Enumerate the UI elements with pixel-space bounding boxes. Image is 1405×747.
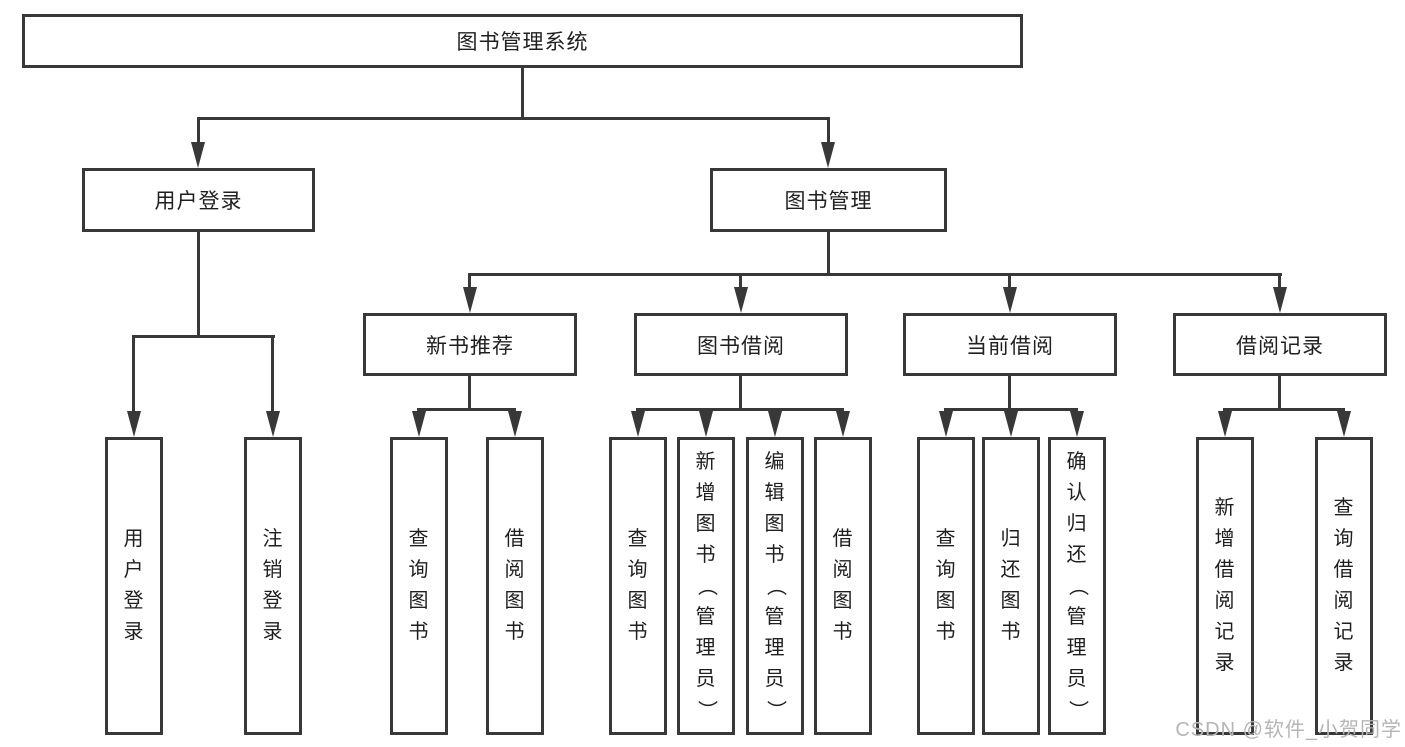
- arrowhead-to-borrowing-records: [1273, 287, 1287, 313]
- arrowhead-to-book-borrowing: [734, 287, 748, 313]
- node-root-label: 图书管理系统: [456, 31, 589, 54]
- leaf-br-query-record: 查询借阅记录: [1315, 437, 1373, 735]
- node-root-library-system: 图书管理系统: [22, 14, 1023, 68]
- connector-user-login-stem: [197, 232, 200, 338]
- leaf-br-add-record: 新增借阅记录: [1196, 437, 1254, 735]
- node-book-management: 图书管理: [710, 168, 947, 232]
- connector-root-right-drop: [827, 117, 830, 145]
- node-current-borrowing: 当前借阅: [903, 313, 1117, 376]
- arrowhead-br-add: [1218, 411, 1232, 437]
- connector-book-mgmt-stem: [827, 232, 830, 276]
- leaf-cb-return-books: 归还图书: [982, 437, 1040, 735]
- connector-borrowing-stem: [739, 376, 742, 411]
- leaf-bb-borrow-books: 借阅图书: [814, 437, 872, 735]
- arrowhead-bb-add: [699, 411, 713, 437]
- leaf-nb-borrow-books: 借阅图书: [486, 437, 544, 735]
- connector-borrowing-bus: [636, 408, 844, 411]
- connector-user-login-drop-1: [132, 335, 135, 414]
- connector-drop-book-borrowing: [739, 273, 742, 291]
- node-new-book-recommend-label: 新书推荐: [426, 334, 514, 358]
- connector-book-mgmt-bus: [468, 273, 1282, 276]
- arrowhead-bb-edit: [768, 411, 782, 437]
- leaf-logout: 注销登录: [244, 437, 302, 735]
- leaf-bb-query-books: 查询图书: [609, 437, 667, 735]
- arrowhead-nb-query: [412, 411, 426, 437]
- connector-user-login-drop-2: [271, 335, 274, 414]
- leaf-cb-query-books: 查询图书: [917, 437, 975, 735]
- connector-records-bus: [1223, 408, 1345, 411]
- node-book-borrowing-label: 图书借阅: [697, 334, 785, 358]
- arrowhead-nb-borrow: [508, 411, 522, 437]
- node-borrowing-records: 借阅记录: [1173, 313, 1387, 376]
- node-book-borrowing: 图书借阅: [634, 313, 848, 376]
- connector-drop-borrowing-records: [1278, 273, 1281, 291]
- arrowhead-cb-confirm: [1070, 411, 1084, 437]
- node-user-login: 用户登录: [82, 168, 315, 232]
- leaf-user-login: 用户登录: [105, 437, 163, 735]
- connector-drop-current-borrowing: [1008, 273, 1011, 291]
- leaf-nb-query-books: 查询图书: [390, 437, 448, 735]
- arrowhead-to-user-login: [191, 142, 205, 168]
- arrowhead-to-leaf-logout: [266, 411, 280, 437]
- arrowhead-br-query: [1337, 411, 1351, 437]
- leaf-cb-confirm-return-admin: 确认归还（管理员）: [1048, 437, 1106, 735]
- node-borrowing-records-label: 借阅记录: [1236, 334, 1324, 358]
- arrowhead-cb-query: [939, 411, 953, 437]
- arrowhead-to-current-borrowing: [1003, 287, 1017, 313]
- connector-records-stem: [1278, 376, 1281, 411]
- leaf-bb-edit-books-admin: 编辑图书（管理员）: [746, 437, 804, 735]
- arrowhead-cb-return: [1004, 411, 1018, 437]
- leaf-bb-add-books-admin: 新增图书（管理员）: [677, 437, 735, 735]
- csdn-watermark: CSDN @软件_小贺同学: [1175, 719, 1402, 741]
- node-book-management-label: 图书管理: [784, 190, 873, 213]
- connector-drop-new-book: [468, 273, 471, 291]
- arrowhead-to-new-book-recommend: [463, 287, 477, 313]
- arrowhead-to-book-management: [821, 142, 835, 168]
- connector-root-stem: [521, 68, 524, 120]
- connector-new-book-stem: [468, 376, 471, 411]
- connector-current-stem: [1008, 376, 1011, 411]
- node-current-borrowing-label: 当前借阅: [966, 334, 1054, 358]
- connector-root-left-drop: [197, 117, 200, 145]
- arrowhead-to-leaf-login: [127, 411, 141, 437]
- connector-new-book-bus: [417, 408, 516, 411]
- arrowhead-bb-query: [631, 411, 645, 437]
- node-user-login-label: 用户登录: [154, 190, 243, 213]
- arrowhead-bb-borrow: [836, 411, 850, 437]
- connector-user-login-bus: [132, 335, 275, 338]
- node-new-book-recommend: 新书推荐: [363, 313, 577, 376]
- connector-root-bus: [197, 117, 830, 120]
